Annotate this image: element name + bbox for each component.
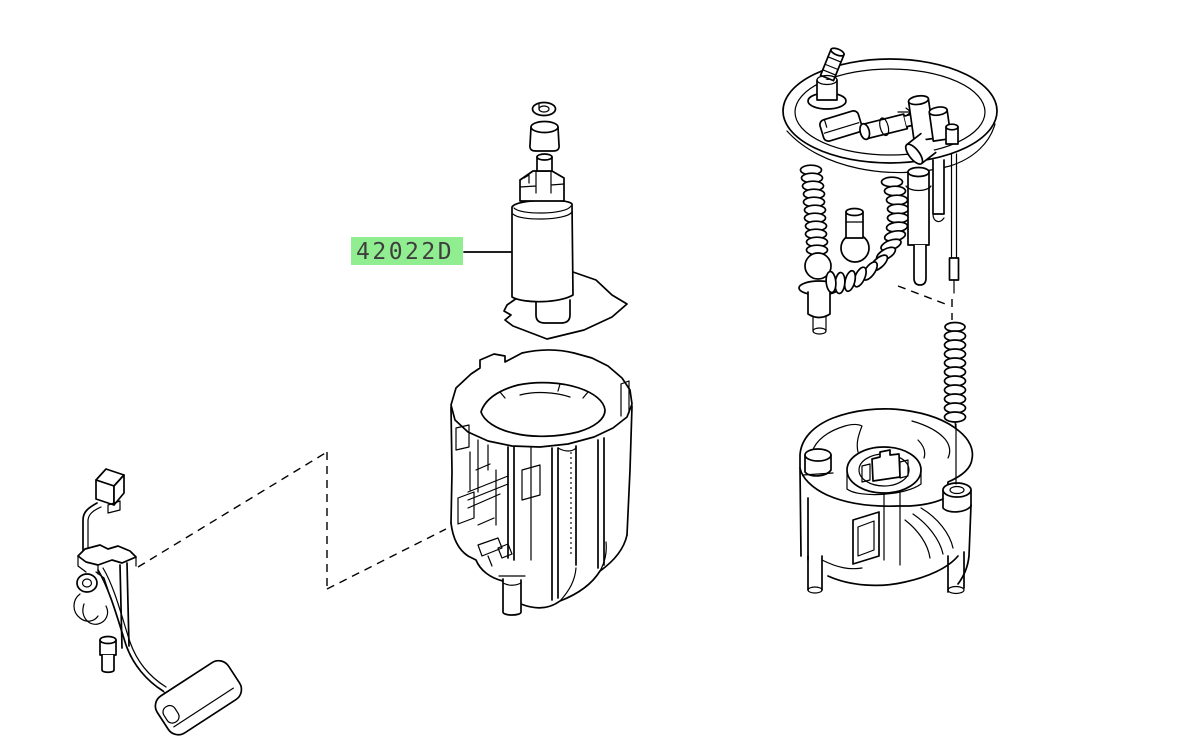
tee-fitting-cap <box>840 207 870 263</box>
lid-pipes <box>905 159 945 286</box>
lid-connector-box <box>819 110 863 142</box>
lower-housing-left-boss <box>802 448 834 477</box>
grommet-washer <box>531 101 557 117</box>
lid-left-port <box>807 47 847 110</box>
lid-guide-rod <box>948 153 960 294</box>
pump-cap-bushing <box>529 120 560 152</box>
sender-connector <box>95 468 125 514</box>
lid-right-ports <box>904 94 959 165</box>
float-pivot <box>99 635 117 674</box>
coil-spring <box>943 321 967 439</box>
lid-corrugated-hose-left <box>799 164 829 256</box>
hose-elbow-fitting <box>798 252 840 335</box>
lower-housing <box>799 408 974 595</box>
sender-bracket <box>73 544 137 649</box>
assembly-dashed-lines <box>137 285 953 590</box>
float-arm <box>97 567 175 703</box>
float <box>154 659 243 736</box>
fuel-level-sender <box>73 468 243 736</box>
tank-lid-assembly <box>782 47 998 335</box>
part-callout[interactable]: 42022D <box>351 237 512 265</box>
reservoir-housing <box>450 349 633 616</box>
fuel-pump <box>511 153 574 324</box>
lower-housing-right-boss <box>942 482 972 513</box>
callout-highlight[interactable] <box>351 237 463 265</box>
callout-part-number[interactable]: 42022D <box>356 239 454 265</box>
lid-corrugated-hose-j <box>825 176 910 295</box>
